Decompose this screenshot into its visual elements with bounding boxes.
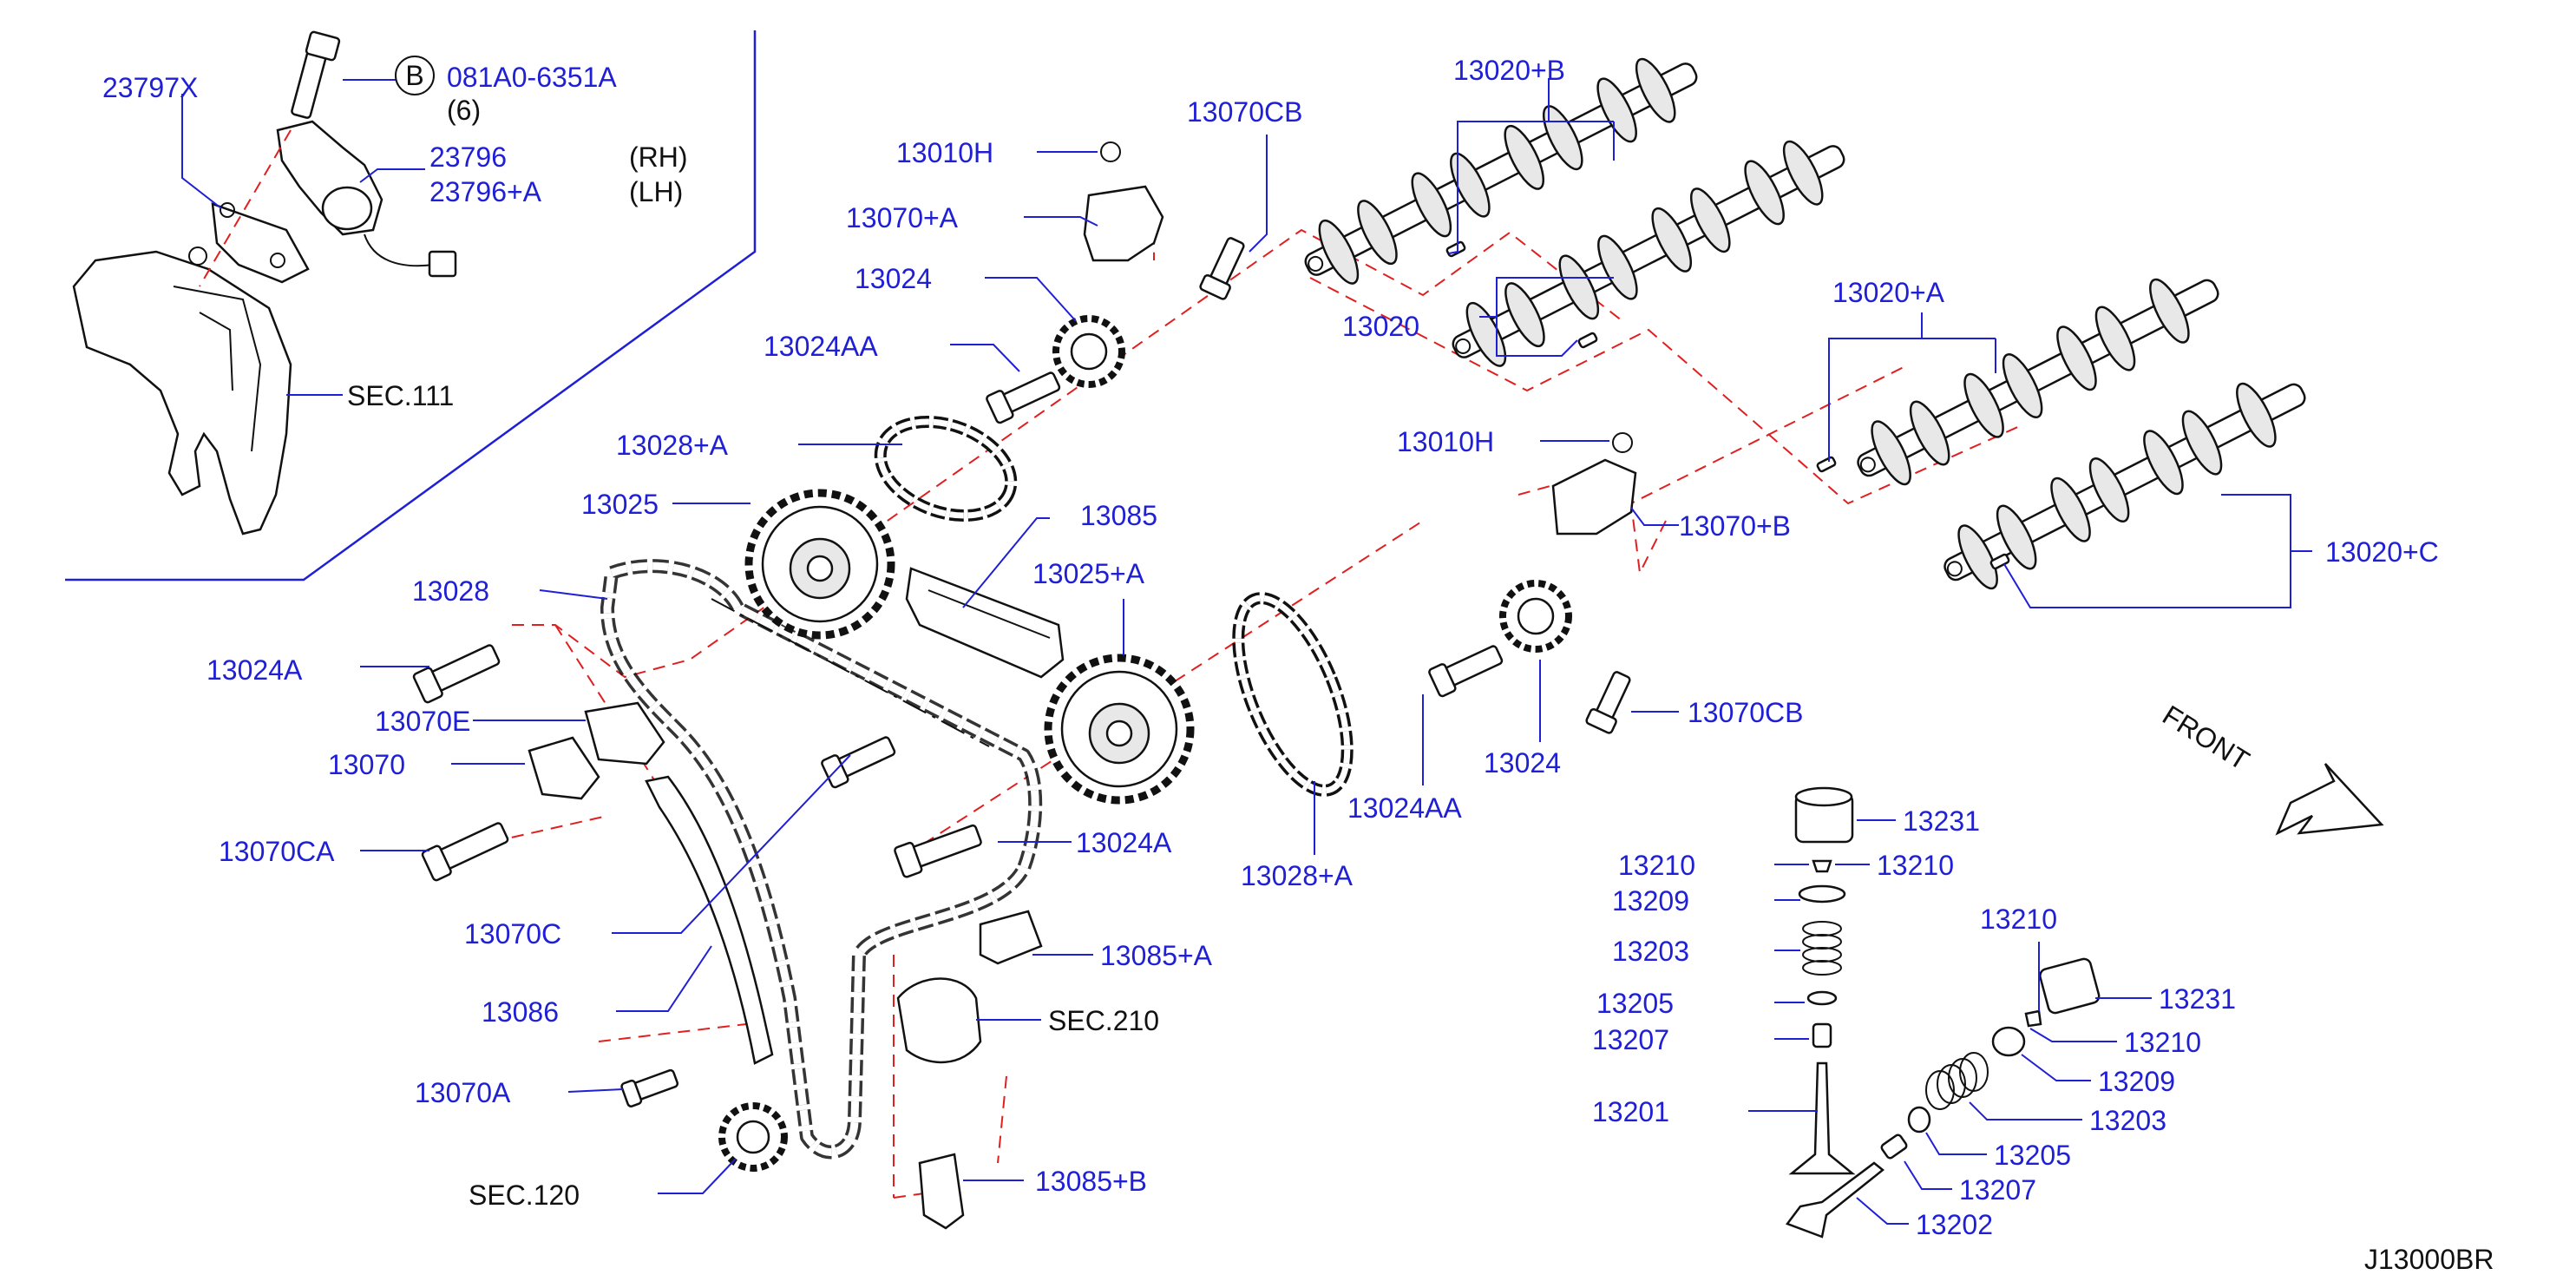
label-13207-right: 13207	[1959, 1174, 2036, 1206]
timing-chains	[600, 415, 1354, 1160]
camshaft-13020-plus-a	[1857, 278, 2219, 486]
label-13231-upper: 13231	[1903, 805, 1980, 837]
label-13203-left: 13203	[1612, 936, 1689, 967]
label-13205-left: 13205	[1596, 988, 1674, 1019]
chain-guide-13085	[905, 567, 1065, 679]
label-13024AA-upper: 13024AA	[764, 331, 878, 362]
label-13085-plus-b: 13085+B	[1035, 1166, 1147, 1197]
label-13207-left: 13207	[1592, 1024, 1669, 1055]
label-13210-lower-right: 13210	[2124, 1027, 2201, 1058]
label-13210-upper-right: 13210	[1980, 904, 2057, 935]
label-13205-right: 13205	[1994, 1140, 2071, 1171]
ref-circle-b	[395, 56, 435, 95]
label-13020-plus-c: 13020+C	[2325, 536, 2439, 568]
label-23796-plus-a: 23796+A	[429, 176, 542, 207]
bolts	[412, 237, 1631, 1107]
sprockets	[718, 315, 1572, 1172]
label-13070CB-upper: 13070CB	[1187, 96, 1302, 128]
label-13203-right: 13203	[2089, 1105, 2166, 1136]
label-13028-plus-a-upper: 13028+A	[616, 430, 729, 461]
vtc-cover-13070-plus-a	[1083, 185, 1164, 262]
label-13025-plus-a: 13025+A	[1032, 558, 1145, 589]
crank-sprocket-sec120	[718, 1102, 788, 1172]
label-13070C: 13070C	[464, 918, 561, 950]
label-13085: 13085	[1080, 500, 1157, 531]
gasket-13070E	[584, 701, 665, 766]
label-13010H-lower: 13010H	[1397, 426, 1494, 457]
tensioner-arm-13085-plus-a	[979, 910, 1043, 965]
guides-tensioners	[528, 141, 1637, 1230]
label-13209-left: 13209	[1612, 885, 1689, 917]
label-13020-plus-b: 13020+B	[1453, 55, 1565, 86]
label-13210-left: 13210	[1618, 850, 1695, 881]
leader-lines	[360, 78, 2312, 1225]
label-13028: 13028	[412, 575, 489, 607]
label-13070A: 13070A	[415, 1077, 511, 1108]
vtc-cover-13070-plus-b	[1551, 458, 1637, 536]
label-13210-right: 13210	[1877, 850, 1954, 881]
camshafts	[1304, 57, 2306, 590]
front-cover-part	[72, 250, 292, 536]
camshaft-13020-plus-c	[1943, 382, 2306, 590]
label-13028-plus-a-lower: 13028+A	[1241, 860, 1354, 891]
label-13024A-left: 13024A	[206, 654, 303, 686]
label-081A0-6351A: 081A0-6351A	[447, 62, 617, 93]
label-13024-upper: 13024	[855, 263, 932, 294]
tensioner-13070	[528, 736, 600, 800]
front-label: FRONT	[2157, 699, 2255, 776]
label-13202: 13202	[1916, 1209, 1993, 1240]
tensioner-13085-plus-b	[918, 1153, 965, 1230]
lh-note: (LH)	[629, 176, 683, 207]
label-13085-plus-a: 13085+A	[1100, 940, 1213, 971]
label-sec-111: SEC.111	[347, 380, 454, 411]
label-13020: 13020	[1342, 311, 1419, 342]
label-13209-right: 13209	[2098, 1066, 2175, 1097]
inset-panel: B 081A0-6351A (6) 23797X 23796 23796+A (…	[65, 30, 757, 582]
camshaft-13020	[1452, 140, 1845, 367]
lifter-13231-b	[2039, 957, 2101, 1015]
label-13201: 13201	[1592, 1096, 1669, 1127]
label-23796: 23796	[429, 141, 507, 173]
label-13024AA-lower: 13024AA	[1347, 792, 1462, 824]
bolt-quantity: (6)	[447, 95, 481, 126]
valve-assembly	[1785, 786, 2101, 1239]
slack-guide-13086	[645, 775, 774, 1065]
label-13024A-center: 13024A	[1076, 827, 1172, 858]
sensor-bracket-part	[211, 202, 310, 284]
valve-13201	[1788, 1061, 1856, 1175]
label-13024-lower: 13024	[1484, 747, 1561, 779]
front-arrow: FRONT	[2157, 699, 2384, 836]
sprocket-13025	[744, 489, 895, 640]
label-13070CB-lower: 13070CB	[1688, 697, 1803, 728]
ref-circle-letter: B	[405, 60, 423, 91]
sprocket-13024-upper	[1052, 315, 1125, 388]
label-13070: 13070	[328, 749, 405, 780]
diagram-code: J13000BR	[2364, 1244, 2494, 1275]
sec210-pump	[896, 977, 982, 1064]
label-13020-plus-a: 13020+A	[1832, 277, 1945, 308]
label-13010H-upper: 13010H	[896, 137, 993, 168]
part-labels: 13010H 13070CB 13070+A 13024 13024AA 130…	[206, 55, 2494, 1275]
label-13231-lower: 13231	[2159, 983, 2236, 1015]
label-13070-plus-b: 13070+B	[1679, 510, 1791, 542]
label-13070-plus-a: 13070+A	[846, 202, 959, 233]
label-23797X: 23797X	[102, 72, 198, 103]
sprocket-13025-plus-a	[1044, 654, 1195, 805]
label-13025: 13025	[581, 489, 659, 520]
label-13086: 13086	[482, 996, 559, 1028]
label-13070CA: 13070CA	[219, 836, 335, 867]
valve-13202	[1785, 1161, 1885, 1239]
sprocket-13024-right	[1499, 580, 1572, 653]
label-sec-120: SEC.120	[469, 1180, 580, 1211]
rh-note: (RH)	[629, 141, 688, 173]
label-sec-210: SEC.210	[1048, 1005, 1159, 1036]
label-13070E: 13070E	[375, 706, 470, 737]
